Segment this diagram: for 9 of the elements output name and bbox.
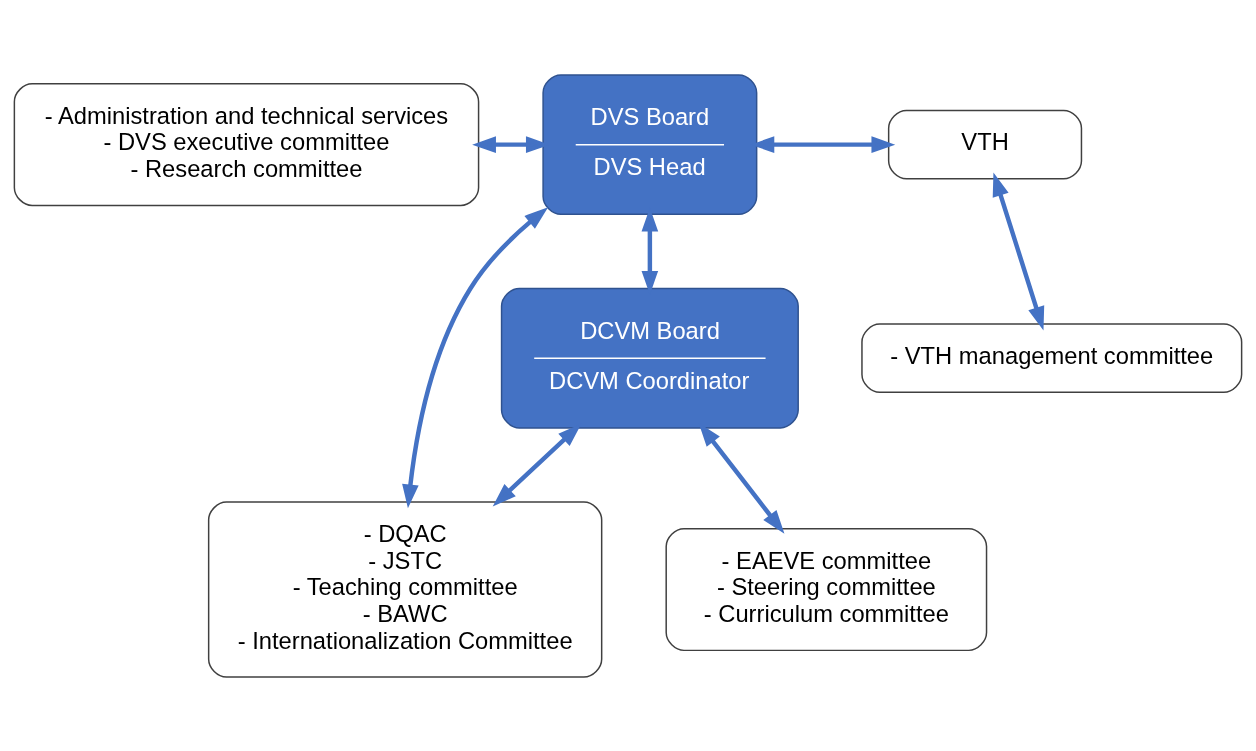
node-box: - EAEVE committee - Steering committee - Curriculum committee bbox=[665, 527, 988, 651]
node-box: - VTH management committee bbox=[861, 322, 1243, 393]
node-box: DCVM Board DCVM Coordinator bbox=[500, 287, 799, 429]
node-box: VTH bbox=[887, 109, 1083, 179]
arrow bbox=[992, 172, 1045, 330]
node-box: - Administration and technical services - DVS executive committee - Research committee bbox=[13, 82, 480, 206]
node-box: - DQAC - JSTC - Teaching committee - BAWC - Internationalization Committee bbox=[207, 500, 603, 678]
arrow bbox=[402, 206, 549, 508]
node-box: DVS Board DVS Head bbox=[542, 73, 758, 215]
